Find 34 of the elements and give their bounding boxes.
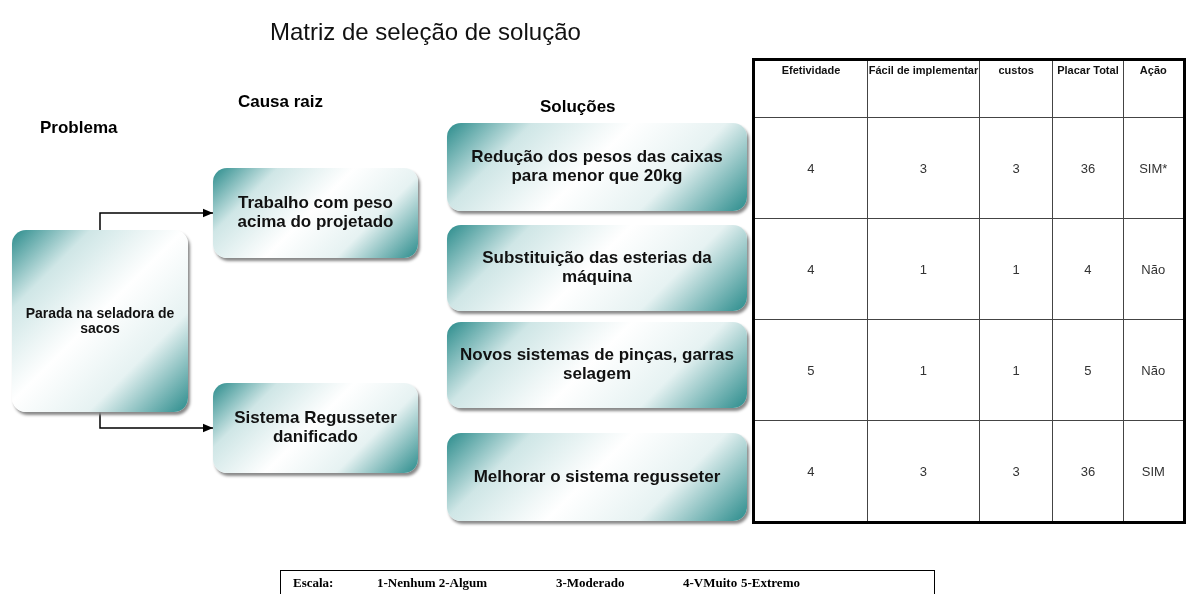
column-heading: Causa raiz — [238, 92, 324, 112]
solution-box: Novos sistemas de pinças, garras selagem — [447, 322, 747, 408]
cause-box: Sistema Regusseter danificado — [213, 383, 418, 473]
scale-level: 3-Moderado — [556, 575, 625, 591]
column-header: Efetividade — [753, 59, 868, 118]
score-value: 3 — [867, 117, 980, 219]
problem-box: Parada na seladora de sacos — [12, 230, 188, 412]
solution-box: Substituição das esterias da máquina — [447, 225, 747, 311]
score-value: 4 — [1052, 218, 1124, 320]
diagram-title: Matriz de seleção de solução — [270, 18, 581, 46]
arrow — [99, 411, 214, 433]
scale-level: 4-VMuito — [683, 575, 738, 591]
score-value: 4 — [753, 218, 868, 320]
score-value: 1 — [867, 319, 980, 421]
column-header: custos — [979, 59, 1053, 118]
scale-level: 1-Nenhum 2-Algum — [377, 575, 488, 591]
column-heading: Problema — [40, 118, 118, 138]
score-value: 4 — [753, 117, 868, 219]
scale-title: Escala: — [293, 575, 334, 591]
solution-box: Redução dos pesos das caixas para menor que 20kg — [447, 123, 747, 211]
score-value: 5 — [753, 319, 868, 421]
score-value: 36 — [1052, 117, 1124, 219]
score-value: 5 — [1052, 319, 1124, 421]
arrow — [99, 208, 214, 231]
column-heading: Soluções — [540, 97, 616, 117]
score-value: 1 — [979, 218, 1053, 320]
column-header: Fácil de implementar — [867, 59, 980, 118]
score-value: 1 — [979, 319, 1053, 421]
column-header: Placar Total — [1052, 59, 1124, 118]
solution-box: Melhorar o sistema regusseter — [447, 433, 747, 521]
score-value: 3 — [979, 117, 1053, 219]
cause-box: Trabalho com peso acima do projetado — [213, 168, 418, 258]
scale-level: 5-Extremo — [741, 575, 800, 591]
score-value: 1 — [867, 218, 980, 320]
